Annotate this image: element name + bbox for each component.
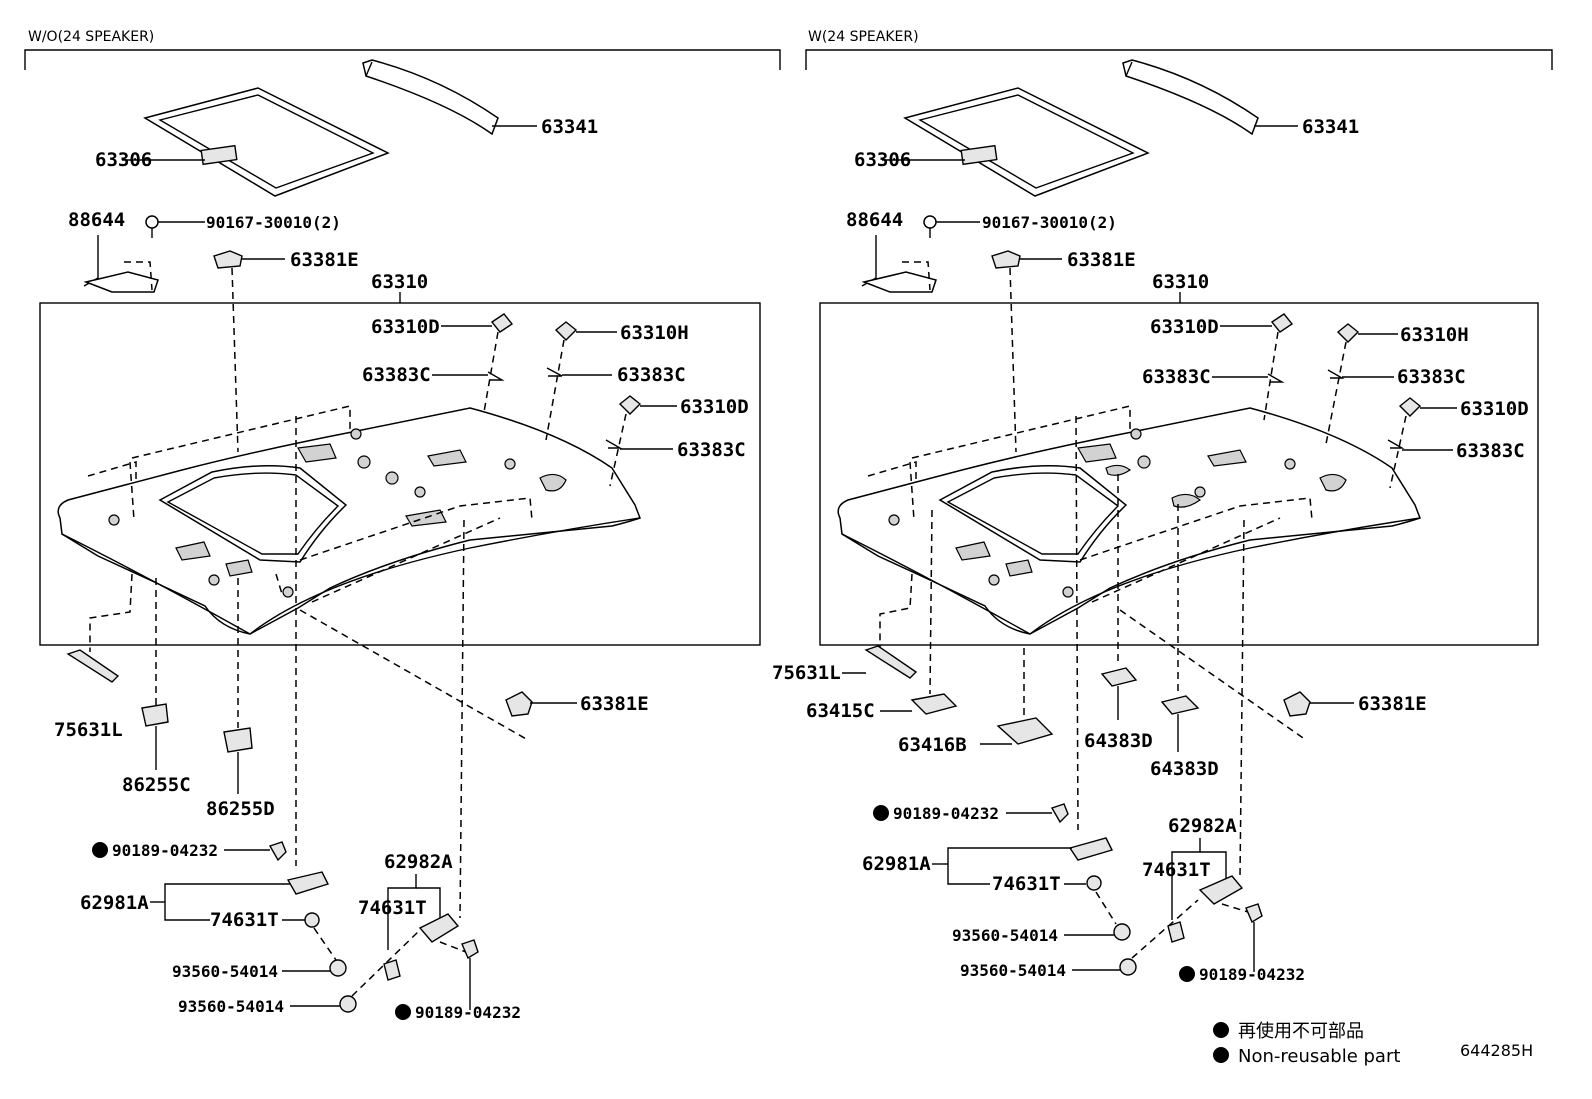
part-label: 74631T	[1142, 859, 1211, 881]
part-label: 62981A	[862, 853, 931, 875]
part-label: 74631T	[358, 897, 427, 919]
part-label: 74631T	[992, 873, 1061, 895]
part-label: 63306	[854, 149, 911, 171]
roof-rail-63341: 63341	[362, 59, 598, 138]
part-label: 90167-30010(2)	[982, 213, 1117, 232]
part-label: 90189-04232	[415, 1003, 521, 1022]
part-label: 64383D	[1150, 758, 1219, 780]
part-label: 63381E	[1358, 693, 1427, 715]
part-label: 63341	[1302, 116, 1359, 138]
part-label: 90167-30010(2)	[206, 213, 341, 232]
part-label: 90189-04232	[112, 841, 218, 860]
part-label: 93560-54014	[172, 962, 278, 981]
non-reusable-dot	[873, 805, 889, 821]
part-label: 93560-54014	[952, 926, 1058, 945]
part-label: 63383C	[362, 364, 431, 386]
part-label: 63306	[95, 149, 152, 171]
sunshade-63306: 63306	[95, 87, 390, 197]
section-title: W(24 SPEAKER)	[808, 29, 919, 45]
part-label: 63310D	[371, 316, 440, 338]
part-label: 63381E	[1067, 249, 1136, 271]
part-label: 64383D	[1084, 730, 1153, 752]
part-label: 63310D	[680, 396, 749, 418]
lower-components: 75631L 86255C 86255D 63381E	[54, 573, 649, 820]
part-label: 63383C	[677, 439, 746, 461]
part-label: 90189-04232	[893, 804, 999, 823]
part-label: 75631L	[54, 719, 123, 741]
part-label: 90189-04232	[1199, 965, 1305, 984]
part-label: 63381E	[580, 693, 649, 715]
part-label: 88644	[68, 209, 125, 231]
sunshade-63306: 63306	[854, 87, 1150, 197]
legend-dot	[1213, 1022, 1229, 1038]
non-reusable-dot	[395, 1004, 411, 1020]
illustration-code: 644285H	[1460, 1041, 1533, 1060]
legend-japanese: 再使用不可部品	[1238, 1021, 1364, 1042]
part-label: 63383C	[1397, 366, 1466, 388]
clip-63381E-top: 63381E	[213, 249, 359, 453]
roof-rail-63341: 63341	[1122, 59, 1359, 138]
part-label: 63415C	[806, 700, 875, 722]
legend-english: Non-reusable part	[1238, 1046, 1400, 1067]
bracket-88644: 88644 90167-30010(2)	[68, 209, 341, 293]
assembly-boundary	[39, 302, 761, 646]
non-reusable-dot	[92, 842, 108, 858]
part-label: 62982A	[1168, 815, 1237, 837]
legend: 再使用不可部品 Non-reusable part 644285H	[1213, 1021, 1533, 1067]
section-bracket	[24, 49, 781, 70]
part-label: 63310	[1152, 271, 1209, 293]
part-label: 93560-54014	[960, 961, 1066, 980]
part-label: 63416B	[898, 734, 967, 756]
part-label: 62981A	[80, 892, 149, 914]
lower-fasteners: 90189-04232 62981A 74631T 93560-54014 93…	[862, 415, 1305, 984]
part-label: 63310D	[1460, 398, 1529, 420]
assembly-boundary	[819, 302, 1539, 646]
part-label: 86255D	[206, 798, 275, 820]
part-label: 63310H	[620, 322, 689, 344]
part-label: 62982A	[384, 851, 453, 873]
part-label: 93560-54014	[178, 997, 284, 1016]
part-label: 75631L	[772, 662, 841, 684]
headliner-63310: 63310	[39, 271, 761, 646]
part-label: 86255C	[122, 774, 191, 796]
part-label: 63310D	[1150, 316, 1219, 338]
part-label: 63383C	[1142, 366, 1211, 388]
part-label: 63310	[371, 271, 428, 293]
part-label: 63383C	[1456, 440, 1525, 462]
part-label: 88644	[846, 209, 903, 231]
lower-components: 75631L 63415C 63416B 64383D 64383D	[772, 474, 1427, 780]
clip-63381E-top: 63381E	[991, 249, 1136, 453]
part-label: 74631T	[210, 909, 279, 931]
non-reusable-dot	[1179, 966, 1195, 982]
part-label: 63381E	[290, 249, 359, 271]
bracket-88644: 88644 90167-30010(2)	[846, 209, 1117, 293]
legend-dot	[1213, 1047, 1229, 1063]
section-without-24-speaker: W/O(24 SPEAKER) 63341 63306 88644 901	[24, 29, 781, 1022]
part-label: 63341	[541, 116, 598, 138]
section-bracket	[805, 49, 1553, 70]
fasteners-upper: 63310D 63310H 63383C 63383C 63310D 63383…	[362, 313, 749, 487]
section-title: W/O(24 SPEAKER)	[28, 29, 154, 45]
fasteners-upper: 63310D 63310H 63383C 63383C 63310D	[1142, 313, 1529, 489]
lower-fasteners: 90189-04232 62981A 74631T 93560-54014 93…	[80, 416, 521, 1022]
headliner-63310: 63310	[819, 271, 1539, 646]
part-label: 63383C	[617, 364, 686, 386]
section-with-24-speaker: W(24 SPEAKER) 63341 63306 88644	[772, 29, 1553, 984]
part-label: 63310H	[1400, 324, 1469, 346]
